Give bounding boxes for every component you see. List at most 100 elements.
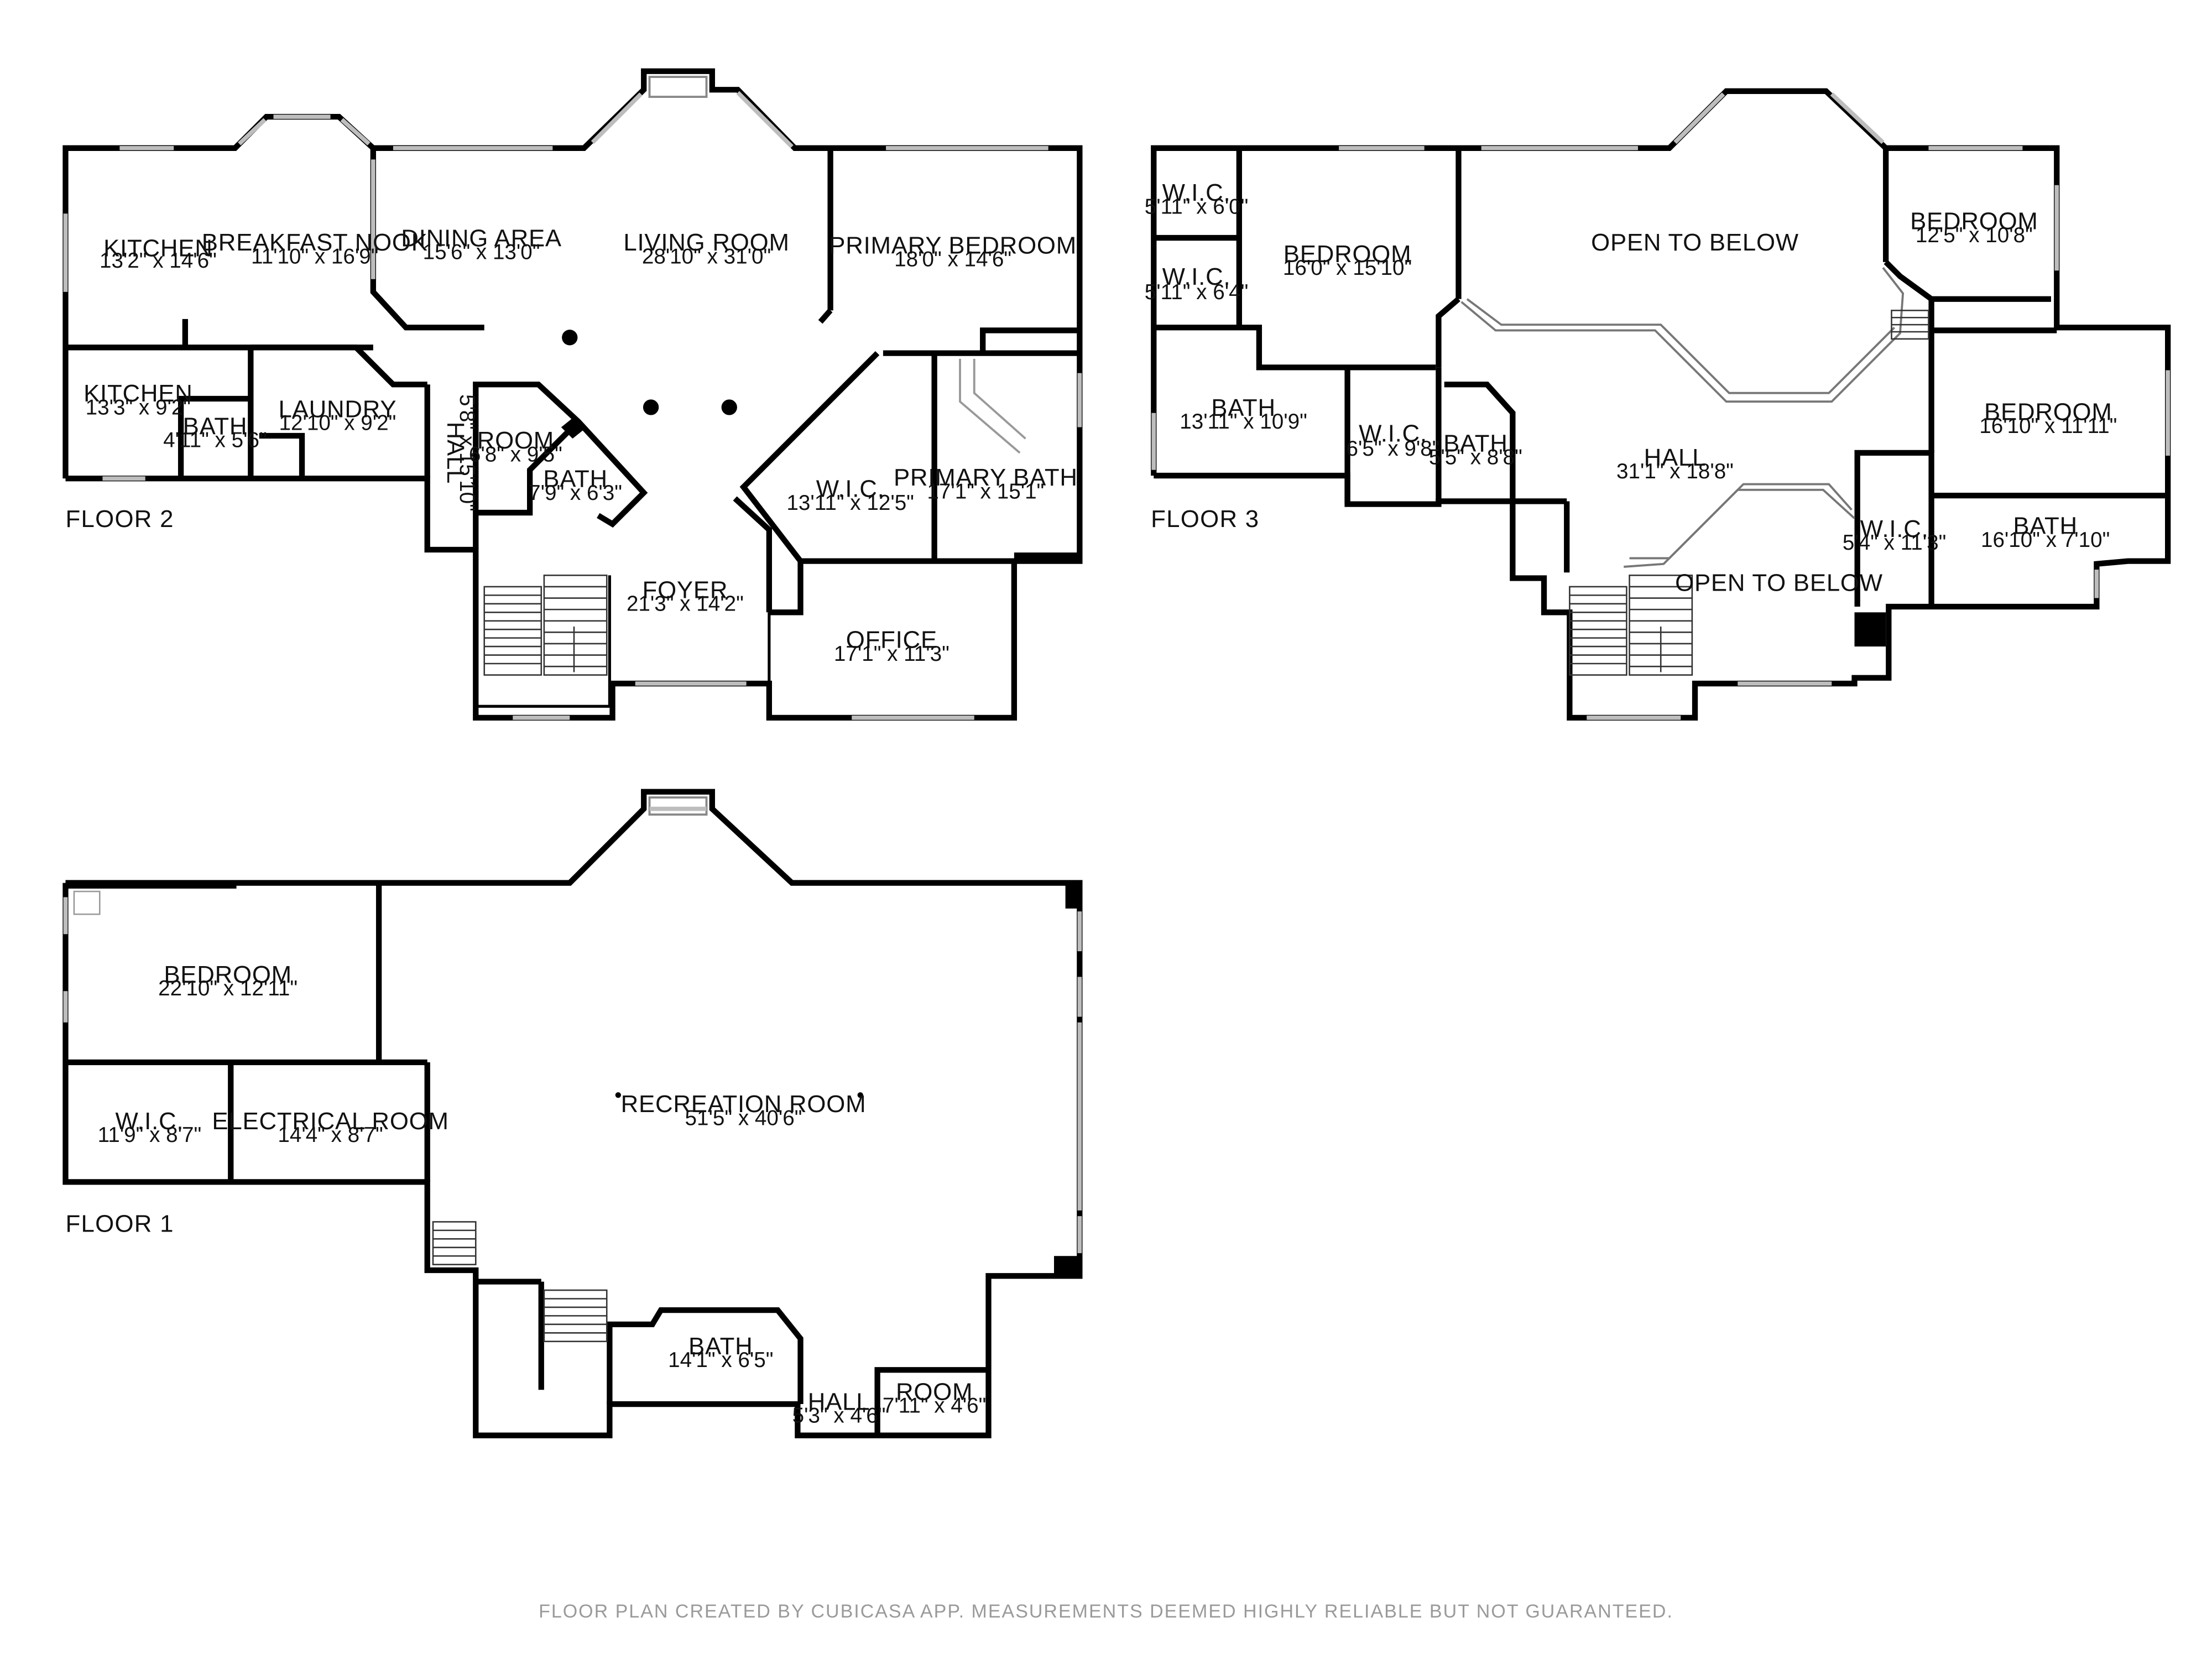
floor-3-wall (1444, 382, 1516, 502)
floor-2-wall (474, 575, 611, 708)
room-dims: 7'9" x 6'3" (529, 481, 622, 505)
floor-2-wall (251, 345, 427, 388)
floor-2-fixture (973, 358, 1026, 440)
room-name: W.I.C. (1359, 420, 1427, 447)
room-dims: 7'11" x 4'6" (883, 1394, 987, 1418)
floor-2-windows (63, 91, 1082, 720)
room-name: DINING AREA (401, 225, 562, 252)
floor-1-windows (63, 806, 1082, 1254)
room-name: KITCHEN (84, 380, 193, 407)
room-name: PRIMARY BATH (894, 464, 1078, 491)
floor-1-wall (607, 1307, 804, 1405)
room-dims: 17'1" x 15'1" (927, 479, 1044, 503)
room-name: BEDROOM (1984, 399, 2112, 426)
floor-1-wall (874, 1367, 989, 1436)
floor-2-fixtures (561, 76, 1026, 454)
room-name: OFFICE (846, 627, 937, 654)
room-name: W.I.C. (1162, 179, 1231, 206)
floor-3-wall (1436, 296, 1460, 368)
room-name: BATH (688, 1333, 753, 1360)
room-name: HALL (1644, 444, 1707, 471)
floor-2-wall (739, 351, 1014, 564)
floor-1-outer-wall (62, 789, 1083, 1438)
room-dims: 13'11" x 12'5" (786, 491, 914, 515)
room-dims: 5'11" x 6'4" (1145, 280, 1249, 304)
room-name: OPEN TO BELOW (1675, 570, 1883, 597)
floor-1-labels: FLOOR 1 BEDROOM 22'10" x 12'11" W.I.C. 1… (65, 961, 986, 1428)
room-name: BEDROOM (164, 961, 292, 988)
room-dims: 4'11" x 5'6" (163, 429, 267, 452)
floor-2-wall (769, 561, 804, 615)
room-name: LIVING ROOM (623, 229, 789, 256)
floor-2-fireplace (648, 76, 708, 98)
floor-3-open-edges (1460, 267, 1905, 568)
floor-2-column (721, 399, 737, 415)
room-name: LAUNDRY (279, 396, 397, 423)
room-name: W.I.C. (1860, 515, 1929, 542)
floor-2-wall (259, 432, 305, 479)
room-dims: 14'1" x 6'5" (668, 1348, 773, 1372)
room-name: KITCHEN (103, 235, 213, 262)
floor-1-plan (62, 789, 1083, 1438)
floor-1-label: FLOOR 1 (65, 1210, 174, 1237)
room-dims: 5'11" x 6'0" (1145, 195, 1249, 218)
room-dims: 28'10" x 31'0" (642, 244, 771, 268)
room-dims: 21'3" x 14'2" (627, 592, 744, 616)
room-name: HALL (808, 1388, 870, 1415)
floor-1-stairs (432, 1221, 608, 1343)
room-name: BEDROOM (1910, 208, 2038, 235)
disclaimer-footer: FLOOR PLAN CREATED BY CUBICASA APP. MEAS… (539, 1601, 1673, 1622)
room-name: BATH (183, 413, 248, 440)
room-name: BEDROOM (1284, 241, 1412, 268)
room-dims: 17'1" x 11'3" (834, 642, 950, 666)
room-dims: 16'10" x 11'11" (1979, 414, 2117, 438)
room-dims: 13'3" x 9'2" (86, 395, 191, 419)
floor-2-wall (818, 308, 833, 324)
floor-2-wall (476, 428, 572, 516)
floor-3-windows (1151, 92, 2171, 720)
room-dims: 5'3" x 4'6" (792, 1404, 886, 1428)
room-name: ROOM (896, 1378, 973, 1405)
floor-2-column (643, 399, 659, 415)
floor-2-wall (980, 327, 1080, 353)
floor-2-fixture (959, 358, 1021, 454)
room-name: BREAKFAST NOOK (202, 229, 428, 256)
room-dims: 11'10" x 16'9" (251, 244, 378, 268)
room-dims: 51'5" x 40'6" (685, 1106, 802, 1130)
floor-2-labels: FLOOR 2 KITCHEN 13'2" x 14'6" BREAKFAST … (65, 225, 1077, 665)
floor-3-label: FLOOR 3 (1151, 505, 1259, 533)
floor-3-wall (1854, 450, 1934, 607)
room-dims: 22'10" x 12'11" (158, 977, 298, 1000)
room-dims: 12'5" x 10'8" (1916, 223, 2033, 247)
room-name: BATH (543, 466, 608, 493)
floor-1-fixtures (73, 796, 863, 1098)
room-dims: 6'8" x 9'5" (469, 442, 562, 466)
room-dims: 13'2" x 14'6" (100, 249, 217, 273)
room-dims: 5'4" x 11'3" (1843, 531, 1947, 555)
room-name: RECREATION ROOM (621, 1091, 867, 1118)
room-dims: 18'0" x 14'6" (894, 248, 1011, 272)
room-name: W.I.C. (1162, 263, 1231, 290)
floor-2-wall (733, 496, 773, 613)
room-dims: 16'0" x 15'10" (1283, 256, 1412, 280)
room-dims: 15'6" x 13'0" (423, 241, 540, 264)
room-dims: 5'5" x 8'8" (1429, 445, 1522, 469)
room-dims: 16'10" x 7'10" (1981, 528, 2110, 552)
room-name: PRIMARY BEDROOM (829, 232, 1077, 259)
room-dims: 11'9" x 8'7" (98, 1123, 202, 1147)
room-dims: 5'8" x 15'10" (455, 394, 479, 512)
room-name: ROOM (477, 427, 554, 454)
floor-3-fixture (1854, 612, 1886, 647)
floor-3-labels: FLOOR 3 W.I.C. 5'11" x 6'0" W.I.C. 5'11"… (1145, 179, 2117, 597)
room-name: BATH (1211, 394, 1276, 421)
room-dims: 12'10" x 9'2" (279, 411, 396, 435)
room-name: HALL (442, 422, 469, 484)
room-dims: 14'4" x 8'7" (278, 1123, 383, 1147)
floor-2-stairs (483, 575, 608, 676)
floor-3-stairs (1569, 310, 1929, 676)
room-dims: 31'1" x 18'8" (1616, 460, 1734, 483)
floor-2-fixture (561, 415, 587, 439)
room-dims: 6'5" x 9'8" (1347, 437, 1440, 461)
room-name: W.I.C. (116, 1108, 184, 1135)
